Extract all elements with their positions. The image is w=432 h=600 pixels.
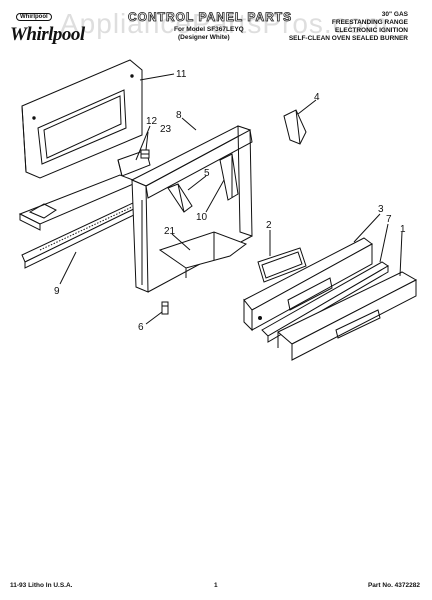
spec-line-1: 30" GAS [381,11,408,18]
part-11-rear-shield [21,59,143,179]
part-21-shield [158,231,248,278]
model-line: For Model SF367LEYQ [174,26,244,33]
spec-line-2: FREESTANDING RANGE [331,19,408,26]
watermark: AppliancePartsPros.com [60,8,389,39]
brand-logo: Whirlpool [10,24,85,45]
callout-3: 3 [378,204,384,215]
part-10-bracket [219,153,239,201]
callout-1: 1 [400,224,406,235]
callout-9: 9 [54,286,60,297]
callout-2: 2 [266,220,272,231]
callout-6: 6 [138,322,144,333]
callout-7: 7 [386,214,392,225]
spec-line-4: SELF-CLEAN OVEN SEALED BURNER [288,35,408,42]
callout-4: 4 [314,92,320,103]
part-23-clip [140,149,150,159]
part-3-control-panel [243,237,373,332]
footer-litho: 11-93 Litho In U.S.A. [10,582,73,589]
part-4-bracket [283,109,307,145]
callout-11: 11 [176,69,187,80]
page-title: CONTROL PANEL PARTS [128,10,293,25]
part-5-bracket [167,183,193,213]
callout-12: 12 [146,116,158,127]
brand-badge: Whirlpool [16,13,52,21]
part-6-screw [161,301,169,315]
part-1-overlay [277,271,418,361]
footer-part-number: Part No. 4372282 [367,582,420,589]
callout-21: 21 [164,226,176,237]
leader-lines [59,73,403,325]
part-2-control-module [257,247,307,283]
callout-23: 23 [160,124,172,135]
footer-page-number: 1 [214,582,218,589]
model-variant: (Designer White) [178,34,230,41]
callout-5: 5 [204,168,210,179]
callout-10: 10 [196,212,208,223]
part-8-frame [130,125,253,293]
callout-8: 8 [176,110,182,121]
spec-line-3: ELECTRONIC IGNITION [335,27,408,34]
